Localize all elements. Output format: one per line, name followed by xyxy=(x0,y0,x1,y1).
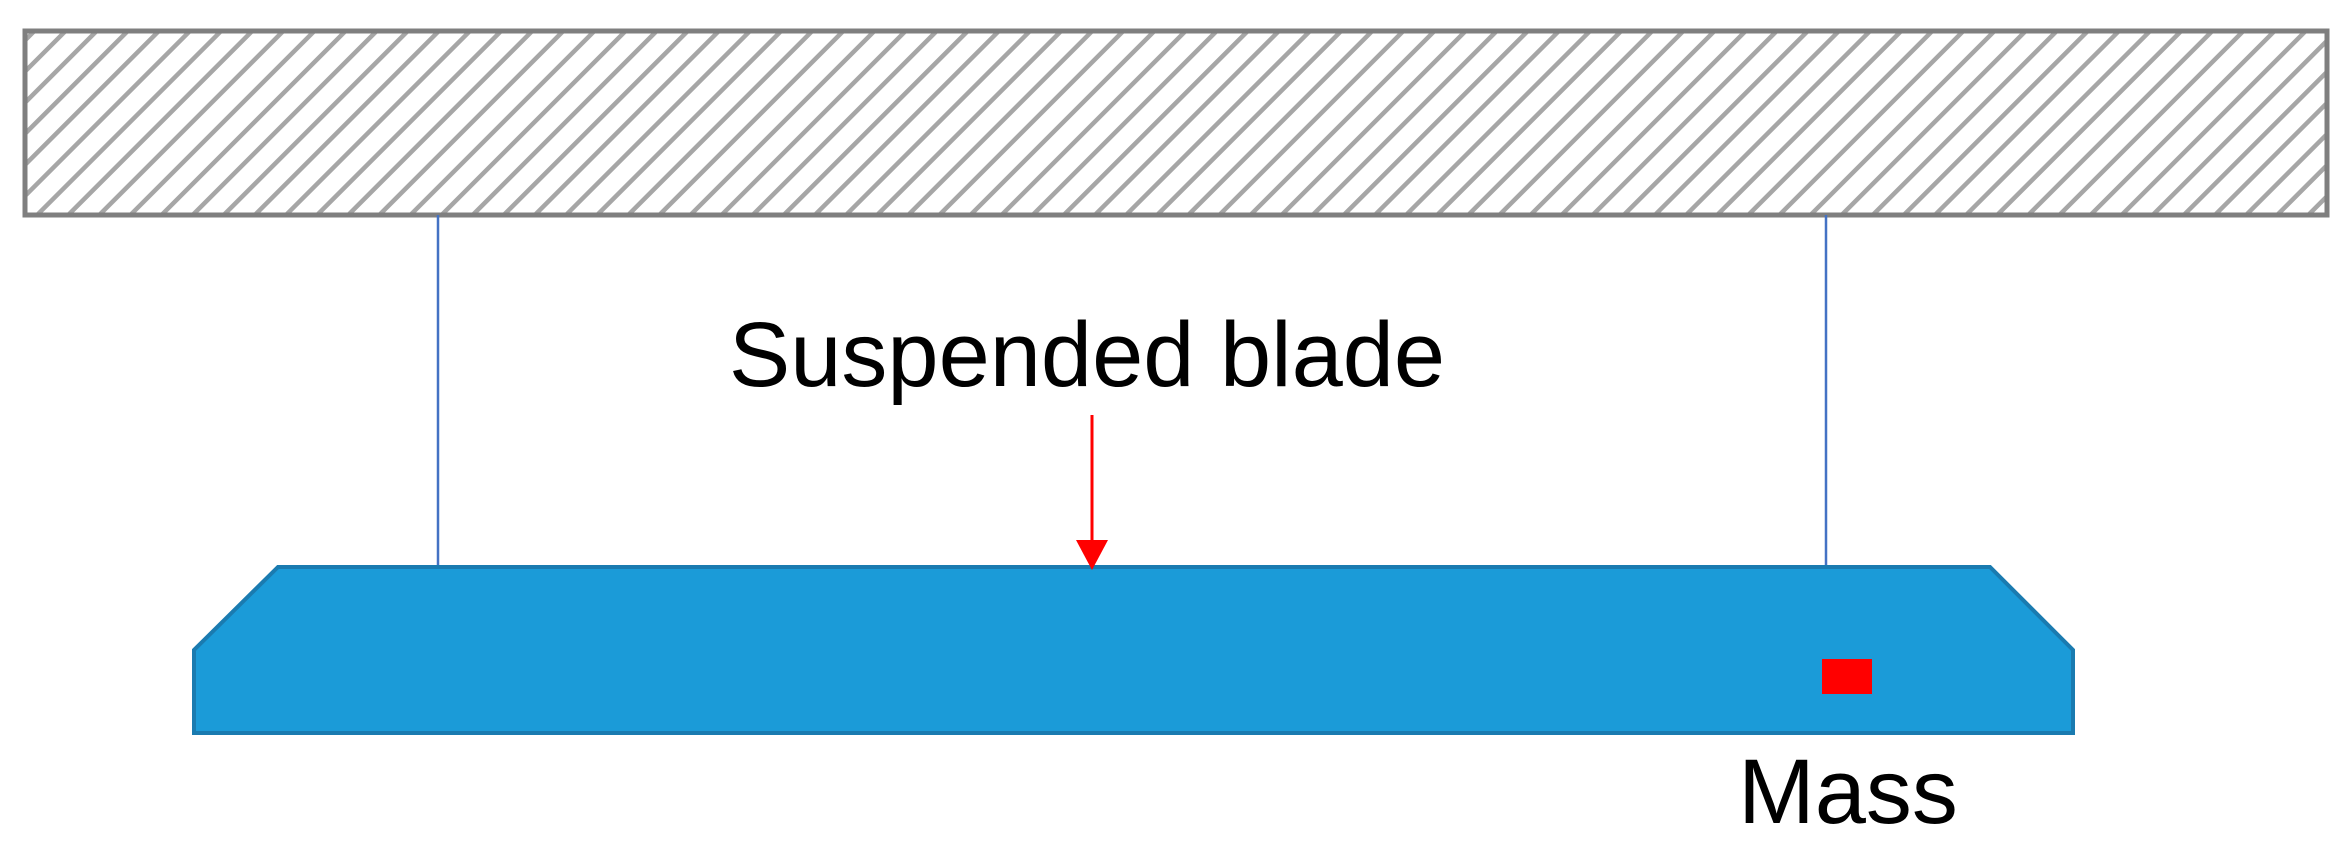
blade xyxy=(192,565,2075,735)
blade-label: Suspended blade xyxy=(729,304,1445,406)
mass-marker xyxy=(1822,659,1872,694)
fixed-support xyxy=(22,28,2330,218)
mass-label: Mass xyxy=(1738,741,1958,843)
pointer-arrow-head xyxy=(1076,540,1108,570)
